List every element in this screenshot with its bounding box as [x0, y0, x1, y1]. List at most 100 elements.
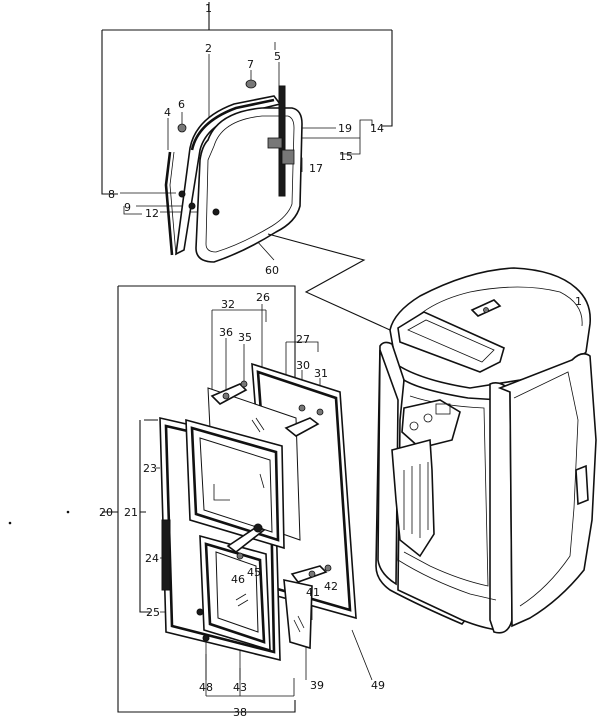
cab-rear-window-edge: [513, 371, 579, 607]
lower-glass-glare: [235, 593, 249, 607]
bolt-31: [316, 408, 324, 416]
door-inner-frame-rim: [190, 426, 280, 542]
roof-hatch-inner: [407, 319, 495, 363]
seat-hatching: [403, 462, 429, 538]
cab-seat: [391, 438, 435, 558]
latch-handle-45: [226, 525, 266, 554]
leader-20: [102, 285, 296, 713]
label-17: 17: [309, 162, 323, 175]
label-2: 2: [205, 42, 212, 55]
latch-clip-15: [267, 137, 283, 149]
door-assembly: 32 26 36 35 27 30 31 20 21 23 24 25 45 4…: [99, 285, 385, 719]
screw-6: [177, 123, 187, 133]
cab-roof: [389, 267, 592, 389]
door-glass: [199, 437, 273, 533]
label-21: 21: [124, 506, 138, 519]
leader-5: [274, 42, 280, 86]
label-8: 8: [108, 188, 115, 201]
label-43: 43: [233, 681, 247, 694]
bolt-41: [308, 570, 316, 578]
bolt-30: [298, 404, 306, 412]
hinge-bracket-30: [284, 417, 320, 437]
door-lower-glass: [215, 551, 259, 633]
fastener-8: [178, 190, 186, 198]
label-27: 27: [296, 333, 310, 346]
seal-strip-4-inner: [169, 151, 177, 256]
connector-window-to-cab: [267, 233, 391, 331]
label-38: 38: [233, 706, 247, 719]
stray-dot-2: [8, 521, 12, 525]
fastener-9: [188, 202, 196, 210]
fastener-12: [212, 208, 220, 216]
seal-strip-4: [164, 151, 174, 256]
leader-21: [139, 419, 158, 613]
label-39: 39: [310, 679, 324, 692]
door-seal-strip-24: [161, 519, 171, 591]
label-32: 32: [221, 298, 235, 311]
front-window-assembly: 1 2 5 7 6 4 19 14 15 17 8 9 12 60: [101, 2, 393, 277]
fastener-48: [202, 634, 210, 642]
label-12: 12: [145, 207, 159, 220]
knob-7: [245, 79, 257, 89]
label-46: 46: [231, 573, 245, 586]
label-14: 14: [370, 122, 384, 135]
roof-hatch: [397, 311, 505, 373]
label-7: 7: [247, 58, 254, 71]
label-1-cab: 1: [575, 295, 582, 308]
door-side-strip-39: [283, 578, 313, 650]
leader-15: [286, 119, 373, 155]
label-1: 1: [205, 2, 212, 15]
label-23: 23: [143, 462, 157, 475]
leader-1: [101, 2, 393, 195]
label-6: 6: [178, 98, 185, 111]
label-4: 4: [164, 106, 171, 119]
window-sash-channel: [190, 98, 275, 151]
label-24: 24: [145, 552, 159, 565]
label-42: 42: [324, 580, 338, 593]
bolt-42: [324, 564, 332, 572]
label-48: 48: [199, 681, 213, 694]
console-gauge-1: [409, 421, 419, 431]
label-35: 35: [238, 331, 252, 344]
latch-clip-17: [281, 149, 295, 165]
upper-glass-glare: [251, 417, 265, 433]
label-36: 36: [219, 326, 233, 339]
latch-knob: [253, 523, 263, 533]
label-19: 19: [338, 122, 352, 135]
console-panel: [435, 403, 451, 415]
label-31: 31: [314, 367, 328, 380]
label-49: 49: [371, 679, 385, 692]
leader-9: [123, 205, 186, 215]
outer-window-frame-inner: [205, 115, 295, 253]
cab-body: 1: [375, 267, 597, 634]
cab-rear-frame: [497, 352, 597, 628]
label-60: 60: [265, 264, 279, 277]
fastener-25: [196, 608, 204, 616]
stray-dot-1: [66, 510, 70, 514]
label-26: 26: [256, 291, 270, 304]
label-15: 15: [339, 150, 353, 163]
roof-bolt: [483, 307, 489, 313]
cab-roof-rim: [399, 286, 583, 337]
console-gauge-2: [423, 413, 433, 423]
cab-console: [401, 399, 461, 449]
cab-front-pillar-left: [377, 349, 399, 586]
label-20: 20: [99, 506, 113, 519]
bolt-35: [240, 380, 248, 388]
cab-floor-edge: [397, 559, 497, 601]
label-41: 41: [306, 586, 320, 599]
bolt-36: [222, 392, 230, 400]
hinge-bracket-35: [210, 383, 248, 405]
label-45: 45: [247, 566, 261, 579]
cab-lamp: [575, 464, 589, 506]
label-9: 9: [124, 201, 131, 214]
leader-60: [255, 239, 275, 261]
label-5: 5: [274, 50, 281, 63]
label-30: 30: [296, 359, 310, 372]
door-glass-glare: [213, 473, 265, 501]
label-25: 25: [146, 606, 160, 619]
leader-49: [351, 629, 373, 681]
cab-rear-pillar: [489, 382, 513, 634]
screw-46: [236, 552, 244, 560]
